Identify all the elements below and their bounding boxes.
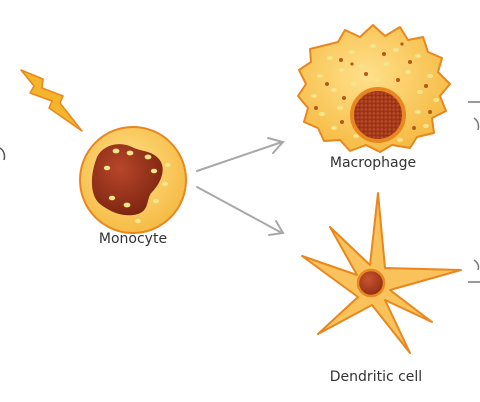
macrophage-granules	[311, 44, 439, 142]
dendritic-membrane	[301, 192, 462, 354]
macrophage-cell	[297, 24, 451, 153]
lightning-icon	[20, 69, 83, 132]
dendritic-label: Dendritic cell	[330, 369, 422, 385]
macrophage-nucleus	[350, 87, 406, 143]
edge-marks-right	[468, 101, 480, 283]
arrow-to-macrophage	[196, 137, 285, 172]
macrophage-dark-granules	[314, 42, 432, 130]
dendritic-nucleus	[356, 268, 386, 298]
dendritic-cell	[301, 192, 462, 354]
arrow-to-dendritic	[196, 186, 285, 236]
monocyte-label: Monocyte	[99, 231, 167, 247]
monocyte-cell	[79, 126, 187, 234]
macrophage-label: Macrophage	[330, 155, 416, 171]
monocyte-granules	[103, 148, 171, 224]
edge-mark-left	[0, 147, 6, 161]
